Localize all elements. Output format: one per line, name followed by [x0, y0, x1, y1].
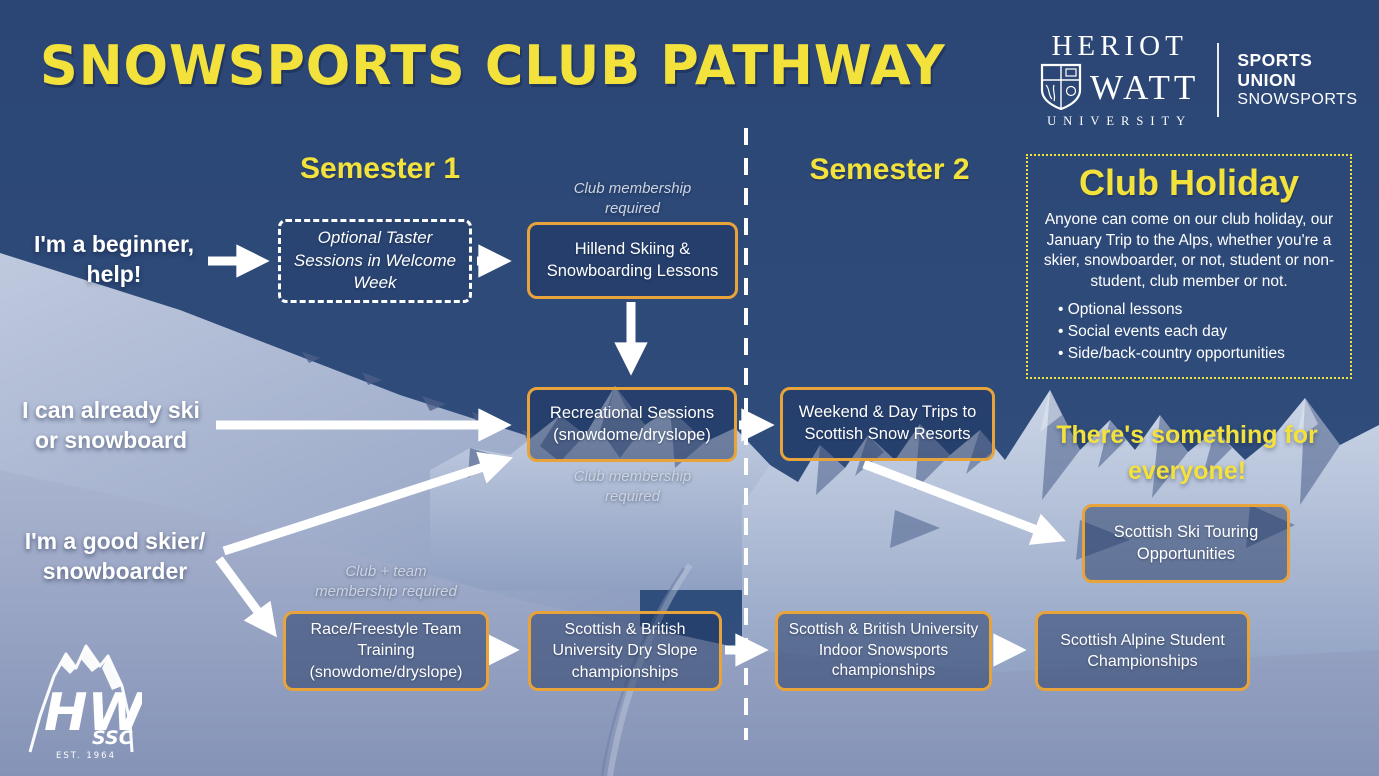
logo-sports-text: SPORTS [1237, 49, 1313, 70]
logo-divider [1217, 42, 1220, 117]
club-holiday-description: Anyone can come on our club holiday, our… [1043, 211, 1335, 290]
sports-union-wordmark: SPORTS UNION SNOWSPORTS [1237, 50, 1357, 110]
arrow-weekend-to-skitouring [862, 459, 1066, 545]
club-holiday-bullet-list: Optional lessons Social events each day … [1058, 299, 1342, 364]
node-ski-touring: Scottish Ski Touring Opportunities [1082, 504, 1290, 583]
page-title: SNOWSPORTS CLUB PATHWAY [40, 34, 946, 97]
note-club-membership-recreational: Club membership required [573, 468, 692, 505]
logo-snowsports-text: SNOWSPORTS [1237, 90, 1358, 108]
club-logo-suffix: SSC [92, 727, 133, 749]
node-dry-slope-championships: Scottish & British University Dry Slope … [528, 611, 722, 691]
semester-2-heading: Semester 2 [809, 153, 970, 186]
university-crest-icon [1040, 63, 1082, 111]
club-logo-initials: HW [44, 683, 142, 743]
node-alpine-student-championships: Scottish Alpine Student Championships [1035, 611, 1250, 691]
entry-label-intermediate: I can already ski or snowboard [22, 397, 200, 454]
logo-union-text: UNION [1237, 70, 1297, 91]
entry-label-beginner: I'm a beginner, help! [33, 231, 195, 288]
node-weekend-day-trips: Weekend & Day Trips to Scottish Snow Res… [780, 387, 995, 461]
note-team-membership: Club + team membership required [315, 563, 457, 600]
tagline-text: There's something for everyone! [1056, 421, 1318, 486]
club-holiday-bullet: Social events each day [1058, 321, 1342, 343]
node-recreational-sessions: Recreational Sessions (snowdome/dryslope… [527, 387, 737, 462]
entry-label-advanced: I'm a good skier/ snowboarder [24, 528, 206, 585]
arrow-advanced-to-recreational [222, 451, 514, 556]
club-holiday-panel: Club Holiday Anyone can come on our club… [1026, 154, 1352, 379]
node-race-freestyle-training: Race/Freestyle Team Training (snowdome/d… [283, 611, 489, 691]
logo-heriot-text: HERIOT [1051, 30, 1188, 62]
node-indoor-snowsports-championships: Scottish & British University Indoor Sno… [775, 611, 992, 691]
semester-1-heading: Semester 1 [299, 152, 461, 185]
node-taster-sessions: Optional Taster Sessions in Welcome Week [278, 219, 472, 303]
club-holiday-bullet: Side/back-country opportunities [1058, 343, 1342, 365]
logo-university-text: UNIVERSITY [1047, 114, 1193, 128]
club-logo-established: EST. 1964 [56, 751, 116, 761]
note-club-membership-hillend: Club membership required [573, 180, 692, 217]
university-logo: HERIOT WATT UNIVERSITY SPORTS UNION SNOW… [1040, 32, 1358, 128]
club-holiday-title: Club Holiday [1078, 162, 1299, 203]
logo-watt-text: WATT [1090, 67, 1200, 107]
arrow-advanced-to-race [215, 556, 277, 638]
club-holiday-bullet: Optional lessons [1058, 299, 1342, 321]
snowsports-club-logo: HW SSC EST. 1964 [28, 644, 142, 761]
heriot-watt-wordmark: HERIOT WATT UNIVERSITY [1040, 32, 1199, 128]
node-hillend-lessons: Hillend Skiing & Snowboarding Lessons [527, 222, 738, 299]
